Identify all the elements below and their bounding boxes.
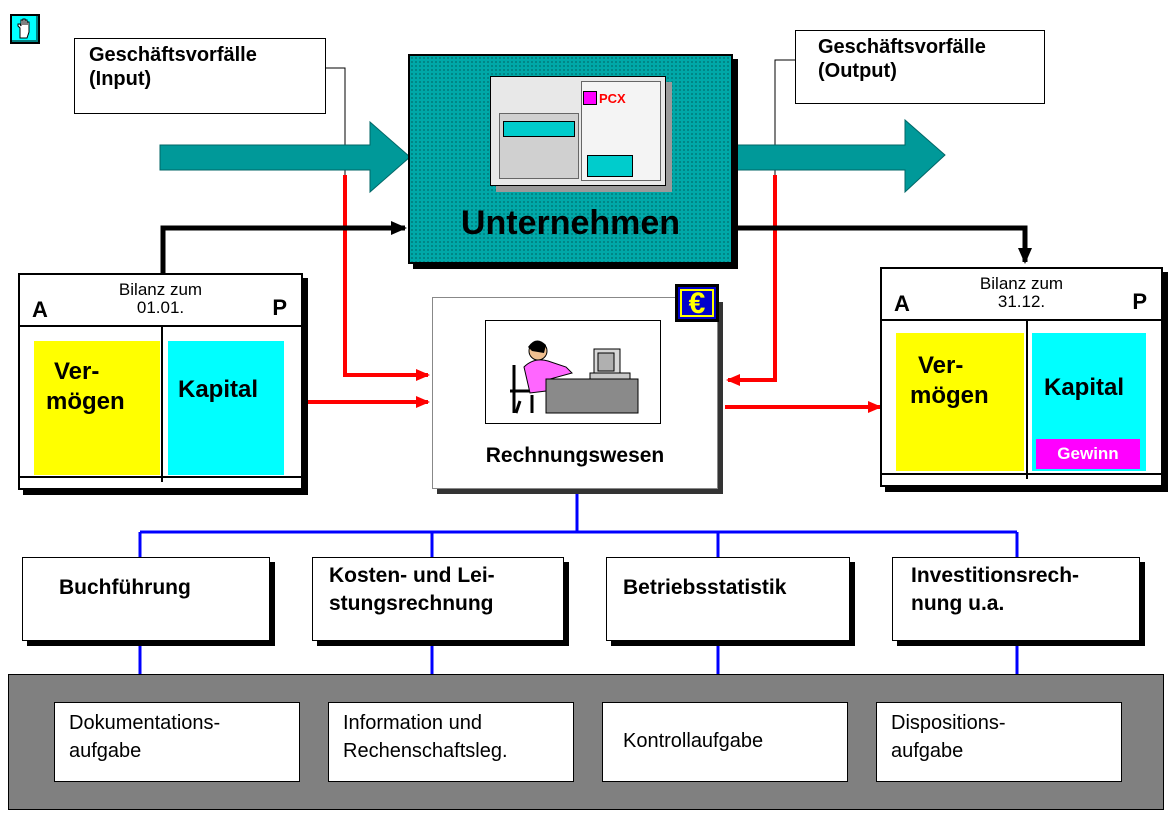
balance-start-capital xyxy=(168,341,284,475)
building-icon: PCX xyxy=(490,76,666,186)
balance-start-title: Bilanz zum 01.01. xyxy=(118,280,203,317)
balance-end-assets xyxy=(896,333,1024,471)
balance-end-a: A xyxy=(894,291,910,316)
red-output-to-accounting xyxy=(726,175,777,386)
balance-start-p: P xyxy=(272,295,287,320)
pcx-logo xyxy=(583,91,597,105)
balance-end-profit-label: Gewinn xyxy=(1057,444,1119,463)
balance-end-assets-label: Ver- mögen xyxy=(910,352,989,409)
balance-end-title: Bilanz zum 31.12. xyxy=(979,274,1064,311)
balance-end-capital-label: Kapital xyxy=(1044,374,1125,401)
branch-cost-accounting: Kosten- und Lei- stungsrechnung xyxy=(312,557,564,641)
branch-investment: Investitionsrech- nung u.a. xyxy=(892,557,1140,641)
black-company-to-balance xyxy=(730,225,1032,264)
balance-end: Bilanz zum 31.12. A P Gewinn Ver- mögen … xyxy=(880,267,1163,487)
output-label-line2: (Output) xyxy=(818,60,897,82)
task-control: Kontrollaufgabe xyxy=(602,702,848,782)
task-information: Information und Rechenschaftsleg. xyxy=(328,702,574,782)
accountant-icon xyxy=(485,320,661,424)
black-balance-to-company xyxy=(160,221,407,275)
euro-badge: € xyxy=(675,284,719,322)
euro-sign: € xyxy=(688,287,706,320)
red-input-to-accounting xyxy=(343,175,430,381)
accounting-box: Rechnungswesen xyxy=(432,297,718,489)
balance-start-assets-label: Ver- mögen xyxy=(46,358,125,415)
balance-start-a: A xyxy=(32,297,48,322)
balance-end-p: P xyxy=(1132,289,1147,314)
branch-statistics: Betriebsstatistik xyxy=(606,557,850,641)
branch-bookkeeping: Buchführung xyxy=(22,557,270,641)
output-leader-line xyxy=(774,59,795,175)
task-disposition: Dispositions- aufgabe xyxy=(876,702,1122,782)
company-title: Unternehmen xyxy=(460,204,681,242)
task-documentation: Dokumentations- aufgabe xyxy=(54,702,300,782)
input-label-line2: (Input) xyxy=(89,68,152,90)
input-label-box: Geschäftsvorfälle (Input) xyxy=(74,38,326,114)
company-panel: PCX Unternehmen xyxy=(408,54,733,264)
balance-start-capital-label: Kapital xyxy=(178,376,259,403)
output-label-line1: Geschäftsvorfälle xyxy=(818,36,986,58)
accounting-title: Rechnungswesen xyxy=(485,444,665,467)
balance-start: Bilanz zum 01.01. A P Ver- mögen Kapital xyxy=(18,273,303,490)
input-label-line1: Geschäftsvorfälle xyxy=(89,44,257,66)
balance-end-profit xyxy=(1036,439,1140,469)
pcx-sign: PCX xyxy=(599,91,626,106)
input-leader-line xyxy=(325,67,346,175)
output-flow-arrow xyxy=(734,118,946,194)
output-label-box: Geschäftsvorfälle (Output) xyxy=(795,30,1045,104)
hand-icon[interactable] xyxy=(10,14,40,44)
balance-start-assets xyxy=(34,341,160,475)
input-flow-arrow xyxy=(159,120,411,194)
